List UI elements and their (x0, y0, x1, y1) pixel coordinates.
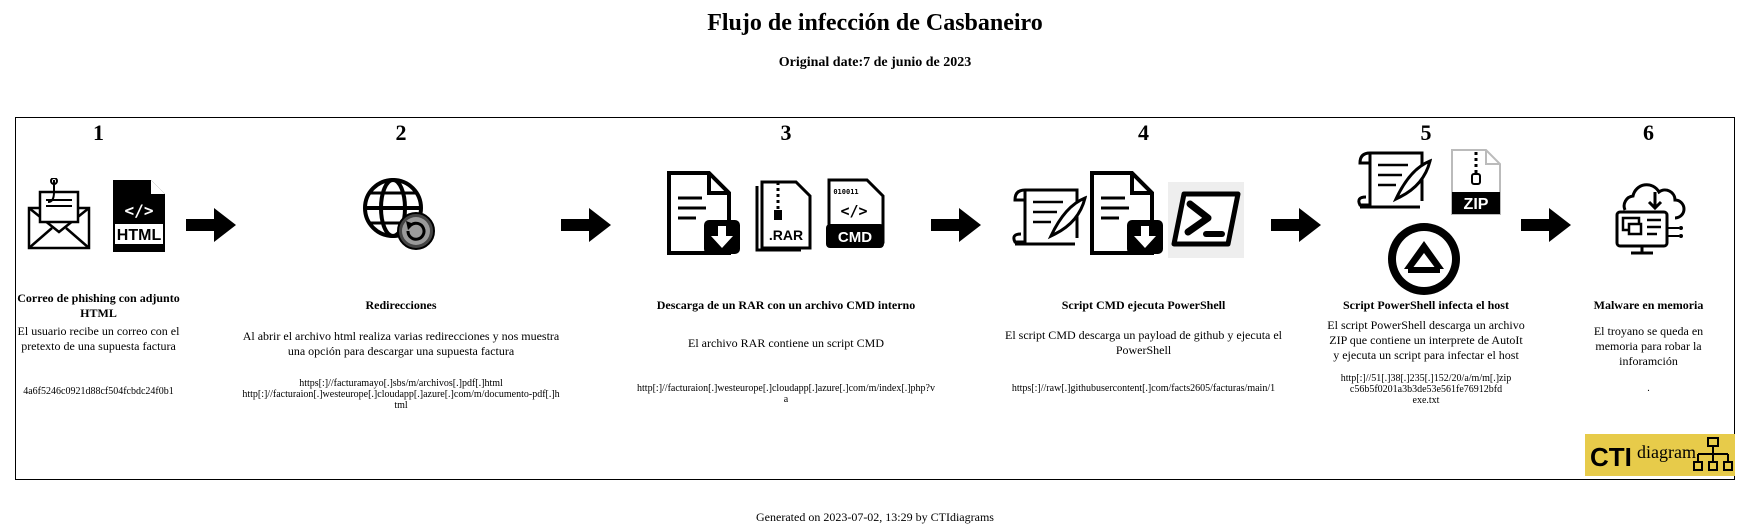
svg-text:HTML: HTML (117, 227, 162, 244)
step-title: Redirecciones (365, 298, 437, 312)
step-icons (1581, 148, 1716, 288)
arrow-icon (931, 208, 981, 242)
step-ioc: 4a6f5246c0921d88cf504fcbdc24f0b1 (23, 386, 174, 397)
step-icons: </> HTML (16, 148, 181, 288)
step-description: Al abrir el archivo html realiza varias … (242, 329, 560, 358)
step-ioc: http[:]//51[.]38[.]235[.]152/20/a/m/m[.]… (1340, 373, 1512, 406)
step-description: El troyano se queda en memoria para roba… (1593, 324, 1704, 368)
globe-redirect-icon (363, 178, 435, 250)
step-title: Correo de phishing con adjunto HTML (17, 291, 180, 320)
svg-text:</>: </> (125, 201, 154, 220)
step-title: Script PowerShell infecta el host (1343, 298, 1509, 312)
html-file-icon: </> HTML (113, 180, 165, 252)
step-number: 4 (1138, 120, 1149, 145)
step-5: 5 ZIP (1326, 118, 1526, 481)
step-number: 3 (780, 120, 792, 145)
step-ioc: . (1647, 383, 1650, 394)
step-description: El usuario recibe un correo con el prete… (17, 324, 180, 353)
arrow-icon (561, 208, 611, 242)
step-description: El script PowerShell descarga un archivo… (1327, 318, 1525, 362)
svg-text:010011: 010011 (833, 188, 858, 196)
arrow-icon (1271, 208, 1321, 242)
step-number: 2 (395, 120, 407, 145)
script-icon (1357, 151, 1432, 209)
phishing-email-icon (27, 178, 91, 250)
page-subtitle: Original date:7 de junio de 2023 (778, 55, 972, 70)
zip-file-icon: ZIP (1451, 149, 1501, 215)
step-number: 1 (93, 120, 104, 145)
svg-text:</>: </> (840, 202, 867, 220)
step-ioc: https[:]//facturamayo[.]sbs/m/archivos[.… (242, 378, 560, 411)
step-icons: ZIP (1326, 148, 1526, 295)
svg-text:.RAR: .RAR (769, 227, 803, 243)
step-ioc: https[:]//raw[.]githubusercontent[.]com/… (1011, 383, 1276, 394)
file-download-icon (1090, 171, 1163, 255)
logo-text-sub: diagram (1637, 442, 1696, 462)
svg-text:CMD: CMD (838, 229, 872, 246)
step-icons (241, 148, 561, 288)
autoit-icon (1388, 223, 1460, 295)
file-download-icon (667, 171, 740, 255)
step-number: 5 (1420, 120, 1432, 145)
step-1: 1 </> HTML Correo de phis (16, 118, 181, 481)
step-title: Script CMD ejecuta PowerShell (1061, 298, 1226, 312)
powershell-icon (1168, 182, 1244, 258)
page-title: Flujo de infección de Casbaneiro (707, 10, 1043, 36)
cmd-file-icon: 010011 </> CMD (826, 178, 885, 248)
step-title: Malware en memoria (1593, 298, 1704, 312)
arrow-icon (1521, 208, 1571, 242)
step-6: 6 Malware en memoria El troyano s (1581, 118, 1716, 481)
org-chart-icon (1693, 437, 1733, 471)
step-ioc: http[:]//facturaion[.]westeurope[.]cloud… (637, 383, 935, 405)
script-icon (1012, 188, 1087, 246)
step-3: 3 .RAR 010011 </> (616, 118, 956, 481)
step-icons (986, 148, 1301, 288)
step-number: 6 (1643, 120, 1654, 145)
step-4: 4 (986, 118, 1301, 481)
flow-frame: 1 </> HTML Correo de phis (15, 117, 1735, 480)
step-2: 2 Redirecciones Al abrir el archivo html… (241, 118, 561, 481)
logo-text-main: CTI (1590, 442, 1632, 472)
step-title: Descarga de un RAR con un archivo CMD in… (656, 298, 916, 312)
cloud-computer-icon (1615, 183, 1686, 255)
step-description: El archivo RAR contiene un script CMD (688, 336, 884, 350)
step-description: El script CMD descarga un payload de git… (1004, 328, 1283, 357)
svg-text:ZIP: ZIP (1464, 196, 1489, 213)
step-icons: .RAR 010011 </> CMD (616, 148, 956, 288)
ctidiagram-logo: CTI diagram (1585, 434, 1735, 476)
footer-text: Generated on 2023-07-02, 13:29 by CTIdia… (756, 510, 994, 524)
rar-file-icon: .RAR (755, 180, 812, 252)
arrow-icon (186, 208, 236, 242)
